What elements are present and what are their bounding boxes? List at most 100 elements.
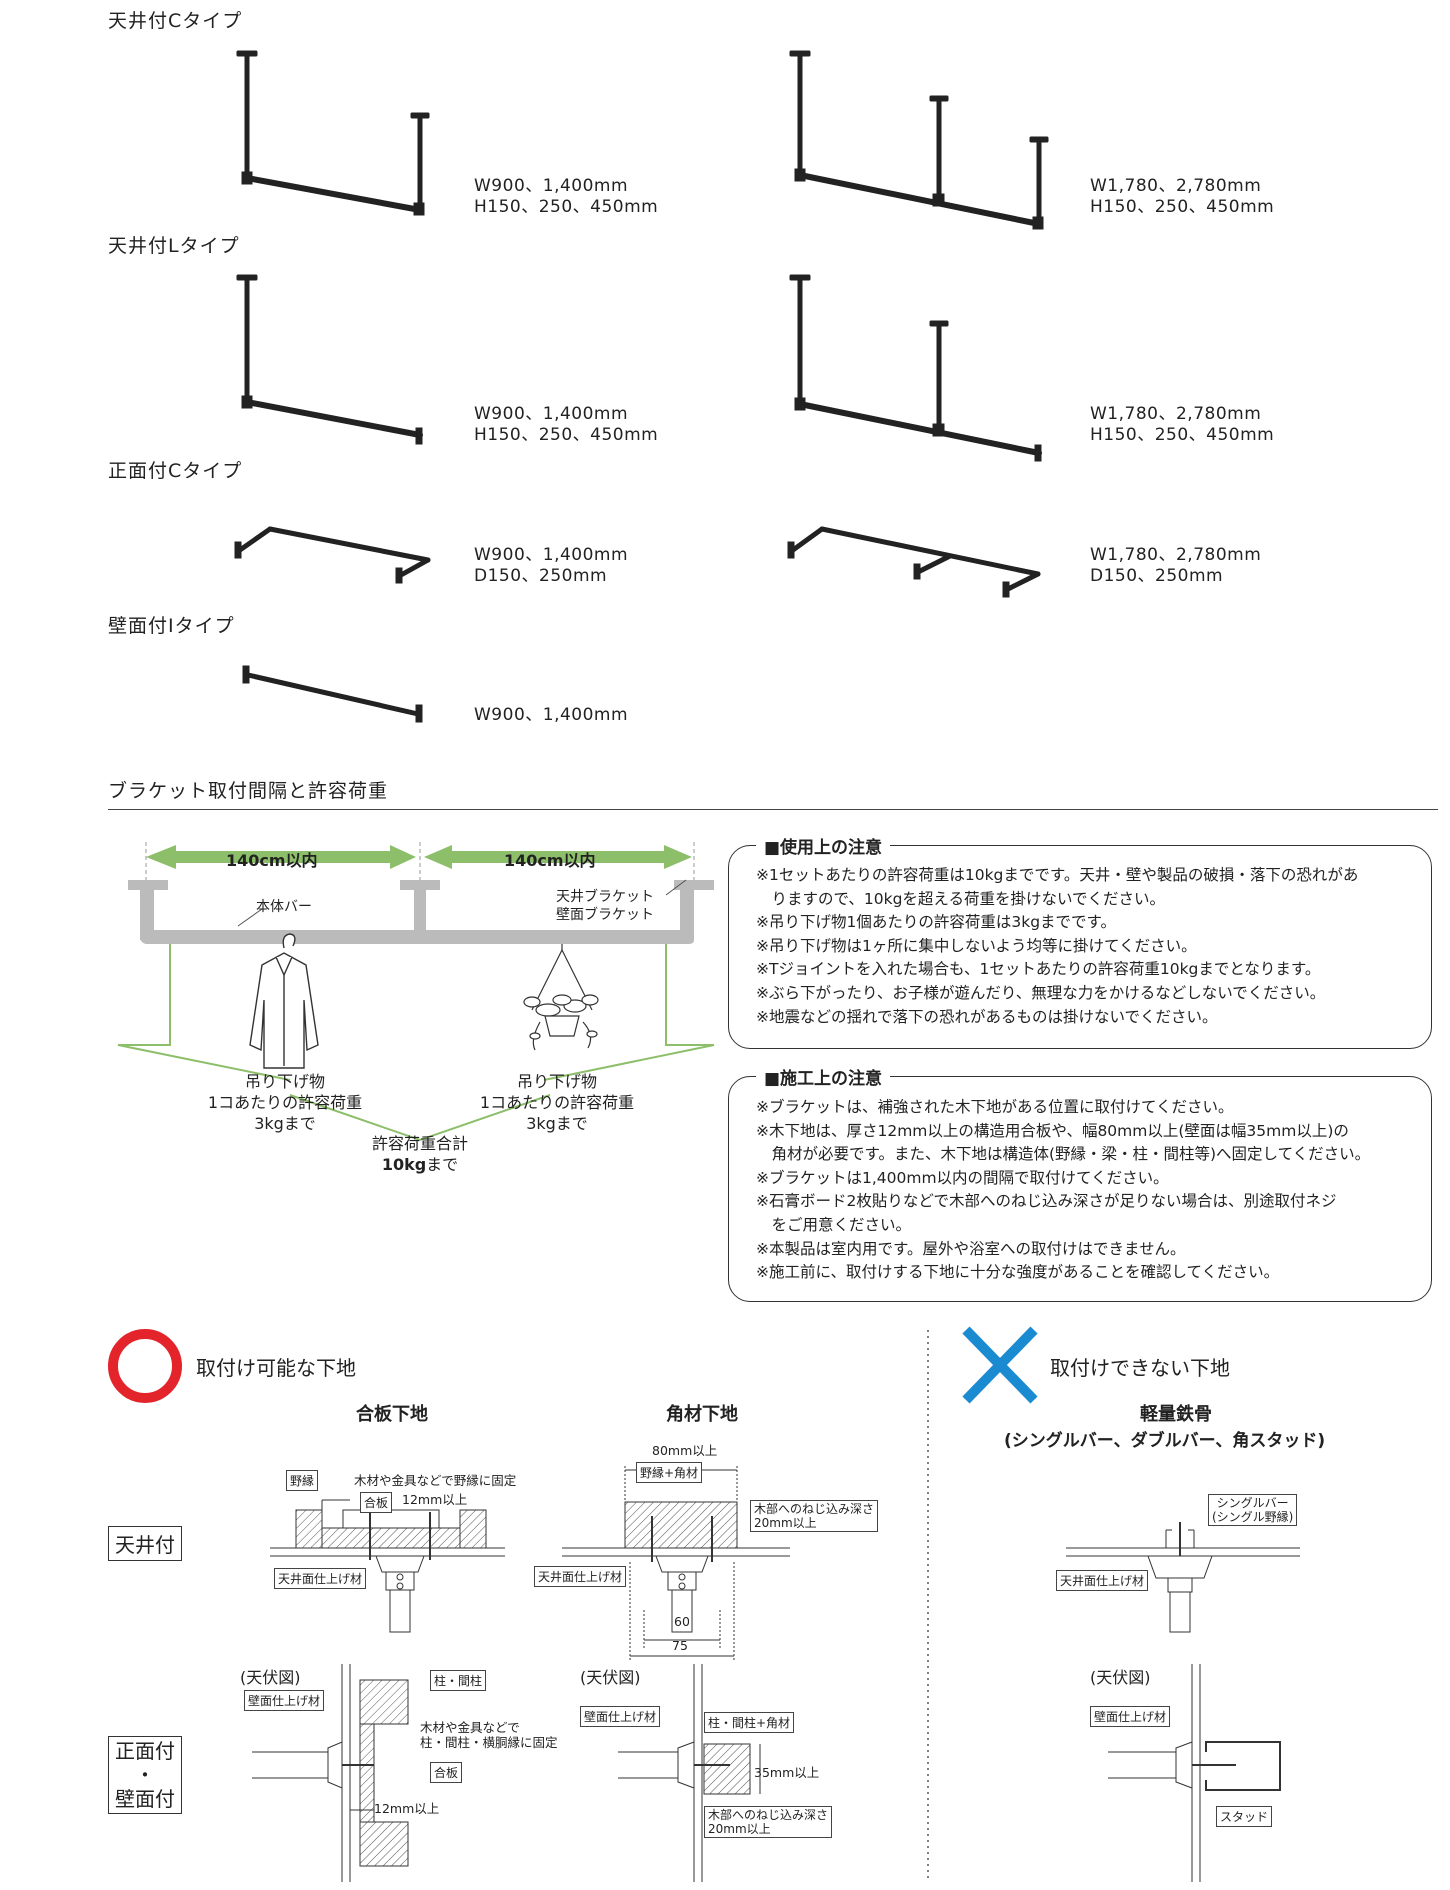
install-note: 角材が必要です。また、木下地は構造体(野縁・梁・柱・間柱等)へ固定してください。 xyxy=(756,1145,1371,1164)
usage-note: ※Tジョイントを入れた場合も、1セットあたりの許容荷重10kgまでとなります。 xyxy=(756,960,1321,979)
install-note: ※ブラケットは、補強された木下地がある位置に取付けてください。 xyxy=(756,1098,1234,1116)
rail-ceiling-l-long xyxy=(789,274,1042,462)
tag-fix-note: 木材や金具などで野縁に固定 xyxy=(354,1473,517,1488)
load-label-left: 吊り下げ物 1コあたりの許容荷重 3kgまで xyxy=(207,1072,363,1133)
tag-wall-finish-3: 壁面仕上げ材 xyxy=(1090,1706,1171,1727)
spec-front-c-long: W1,780、2,780mm D150、250mm xyxy=(1090,545,1262,586)
tag-wall-finish-2: 壁面仕上げ材 xyxy=(580,1706,661,1727)
tag-fix-note-wall: 木材や金具などで 柱・間柱・横胴縁に固定 xyxy=(420,1720,558,1750)
diagram-plywood-ceiling xyxy=(270,1499,505,1633)
section-divider xyxy=(108,809,1438,810)
tag-twelve-wall: 12mm以上 xyxy=(374,1801,440,1816)
spec-wall-i: W900、1,400mm xyxy=(474,705,629,725)
rail-ceiling-c-short xyxy=(236,50,430,216)
usage-note: りますので、10kgを超える荷重を掛けないでください。 xyxy=(756,889,1166,908)
tag-ceiling-finish-1: 天井面仕上げ材 xyxy=(274,1568,367,1589)
tag-wall-finish-1: 壁面仕上げ材 xyxy=(244,1690,325,1711)
type-label-ceiling-l: 天井付Lタイプ xyxy=(108,235,240,257)
ok-circle-icon xyxy=(108,1329,182,1403)
total-load-suffix: まで xyxy=(426,1155,459,1174)
usage-note: ※ぶら下がったり、お子様が遊んだり、無理な力をかけるなどしないでください。 xyxy=(756,983,1326,1002)
plant-icon xyxy=(523,944,599,1051)
shirt-icon xyxy=(249,933,319,1069)
usage-note: ※吊り下げ物1個あたりの許容荷重は3kgまでです。 xyxy=(756,913,1116,932)
tag-twelve: 12mm以上 xyxy=(402,1492,468,1507)
total-load-value: 10kgまで xyxy=(340,1154,500,1175)
spec-ceiling-l-long: W1,780、2,780mm H150、250、450mm xyxy=(1090,404,1275,445)
install-notes-list: ※ブラケットは、補強された木下地がある位置に取付けてください。 ※木下地は、厚さ… xyxy=(756,1096,1370,1285)
usage-notes-box xyxy=(728,845,1432,1049)
main-bar xyxy=(128,880,714,944)
install-note: をご用意ください。 xyxy=(756,1215,912,1234)
plan-view-label-2: (天伏図) xyxy=(580,1668,641,1687)
bracket-label: 天井ブラケット 壁面ブラケット xyxy=(556,889,654,923)
total-load-number: 10kg xyxy=(381,1155,427,1174)
type-label-wall-i: 壁面付Iタイプ xyxy=(108,615,235,637)
col-lumber: 角材下地 xyxy=(666,1404,738,1425)
spec-front-c-short: W900、1,400mm D150、250mm xyxy=(474,545,629,586)
install-notes-box xyxy=(728,1076,1432,1302)
rail-front-c-short xyxy=(234,526,431,584)
install-note: ※施工前に、取付けする下地に十分な強度があることを確認してください。 xyxy=(756,1263,1280,1282)
row-ceiling-label: 天井付 xyxy=(108,1526,182,1561)
tag-eighty: 80mm以上 xyxy=(652,1443,718,1458)
diagram-lumber-wall xyxy=(618,1664,761,1882)
tag-thirtyfive: 35mm以上 xyxy=(754,1765,820,1780)
type-label-ceiling-c: 天井付Cタイプ xyxy=(108,10,243,32)
rail-ceiling-l-short xyxy=(236,274,423,445)
ng-title: 取付けできない下地 xyxy=(1050,1356,1230,1380)
tag-screw-depth-2: 木部へのねじ込み深さ 20mm以上 xyxy=(704,1806,833,1838)
tag-pillar: 柱・間柱 xyxy=(430,1670,487,1691)
usage-notes-title: ■使用上の注意 xyxy=(756,833,891,858)
diagram-steel-ceiling xyxy=(1066,1522,1300,1633)
usage-note: ※地震などの揺れで落下の恐れがあるものは掛けないでください。 xyxy=(756,1007,1218,1026)
diagram-lumber-ceiling xyxy=(562,1466,790,1660)
col-steel: 軽量鉄骨 xyxy=(1140,1404,1212,1425)
rail-wall-i xyxy=(242,665,423,723)
spec-ceiling-c-long: W1,780、2,780mm H150、250、450mm xyxy=(1090,176,1275,217)
type-label-front-c: 正面付Cタイプ xyxy=(108,460,243,482)
usage-note: ※吊り下げ物は1ヶ所に集中しないよう均等に掛けてください。 xyxy=(756,936,1197,955)
tag-ceiling-finish-3: 天井面仕上げ材 xyxy=(1056,1570,1149,1591)
install-note: ※本製品は室内用です。屋外や浴室への取付けはできません。 xyxy=(756,1239,1186,1258)
col-plywood: 合板下地 xyxy=(356,1404,428,1425)
plan-view-label-1: (天伏図) xyxy=(240,1668,301,1687)
tag-sixty: 60 xyxy=(674,1614,690,1629)
tag-goban-wall: 合板 xyxy=(430,1762,463,1783)
span-arrows xyxy=(146,845,692,869)
load-lines xyxy=(117,944,715,1142)
tag-seventyfive: 75 xyxy=(672,1638,688,1653)
ng-cross-icon xyxy=(962,1326,1038,1404)
install-note: ※石膏ボード2枚貼りなどで木部へのねじ込み深さが足りない場合は、別途取付ネジ xyxy=(756,1192,1337,1211)
plan-view-label-3: (天伏図) xyxy=(1090,1668,1151,1687)
tag-stud: スタッド xyxy=(1216,1806,1273,1827)
span-label-2: 140cm以内 xyxy=(504,851,596,870)
bracket-section-title: ブラケット取付間隔と許容荷重 xyxy=(108,780,389,802)
bar-label: 本体バー xyxy=(256,899,312,915)
spec-ceiling-c-short: W900、1,400mm H150、250、450mm xyxy=(474,176,659,217)
tag-pillar-kaku: 柱・間柱+角材 xyxy=(704,1712,795,1733)
tag-single-bar: シングルバー (シングル野縁) xyxy=(1208,1494,1298,1526)
tag-noberi-kaku: 野縁+角材 xyxy=(636,1462,703,1483)
diagram-steel-wall xyxy=(1108,1664,1281,1882)
rail-front-c-long xyxy=(787,526,1041,598)
install-note: ※木下地は、厚さ12mm以上の構造用合板や、幅80mm以上(壁面は幅35mm以上… xyxy=(756,1121,1349,1140)
load-label-right: 吊り下げ物 1コあたりの許容荷重 3kgまで xyxy=(479,1072,635,1133)
install-notes-title: ■施工上の注意 xyxy=(756,1064,891,1089)
total-load-label: 許容荷重合計 xyxy=(371,1134,468,1153)
rail-ceiling-c-long xyxy=(789,50,1049,230)
tag-ceiling-finish-2: 天井面仕上げ材 xyxy=(534,1566,627,1587)
ok-title: 取付け可能な下地 xyxy=(196,1356,356,1380)
col-steel-sub: (シングルバー、ダブルバー、角スタッド) xyxy=(1004,1431,1326,1451)
row-wall-label: 正面付 ・ 壁面付 xyxy=(108,1736,182,1814)
span-label-1: 140cm以内 xyxy=(226,851,318,870)
diagram-plywood-wall xyxy=(252,1664,409,1882)
tag-goban: 合板 xyxy=(360,1492,393,1513)
usage-notes-list: ※1セットあたりの許容荷重は10kgまでです。天井・壁や製品の破損・落下の恐れが… xyxy=(756,864,1358,1029)
spec-ceiling-l-short: W900、1,400mm H150、250、450mm xyxy=(474,404,659,445)
install-note: ※ブラケットは1,400mm以内の間隔で取付けてください。 xyxy=(756,1168,1169,1187)
usage-note: ※1セットあたりの許容荷重は10kgまでです。天井・壁や製品の破損・落下の恐れが… xyxy=(756,866,1359,884)
